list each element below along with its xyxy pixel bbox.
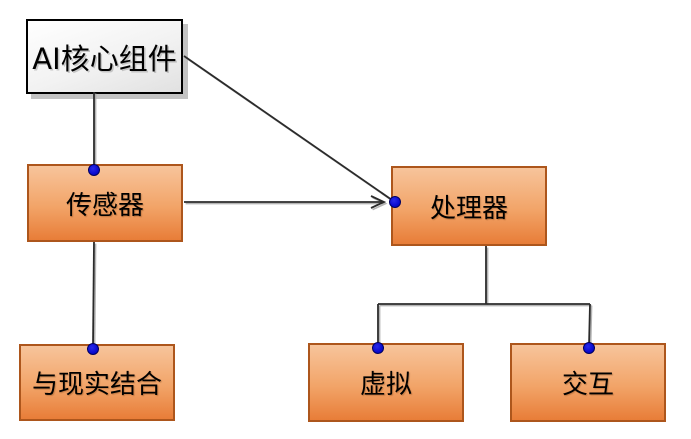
anchor-dot-processor — [389, 196, 401, 208]
anchor-dot-sensor — [88, 164, 100, 176]
node-processor: 处理器 — [391, 166, 547, 246]
arrowhead-icon — [370, 195, 387, 209]
edge-sensor-to-reality — [92, 241, 95, 348]
node-sensor: 传感器 — [27, 164, 183, 242]
node-interaction-label: 交互 — [561, 370, 614, 400]
node-virtual: 虚拟 — [308, 343, 464, 422]
node-sensor-label: 传感器 — [65, 190, 144, 221]
node-reality-label: 与现实结合 — [31, 370, 162, 400]
edge-ai-to-processor — [183, 55, 393, 201]
node-reality: 与现实结合 — [19, 344, 175, 421]
node-virtual-label: 虚拟 — [359, 370, 412, 400]
node-ai-core-label: AI核心组件 — [32, 41, 177, 76]
node-processor-label: 处理器 — [429, 193, 508, 224]
anchor-dot-reality — [87, 343, 99, 355]
anchor-dot-virtual — [372, 342, 384, 354]
anchor-dot-interaction — [583, 342, 595, 354]
edge-processor-to-interaction — [588, 303, 591, 347]
node-ai-core: AI核心组件 — [26, 19, 183, 94]
node-interaction: 交互 — [510, 343, 666, 422]
